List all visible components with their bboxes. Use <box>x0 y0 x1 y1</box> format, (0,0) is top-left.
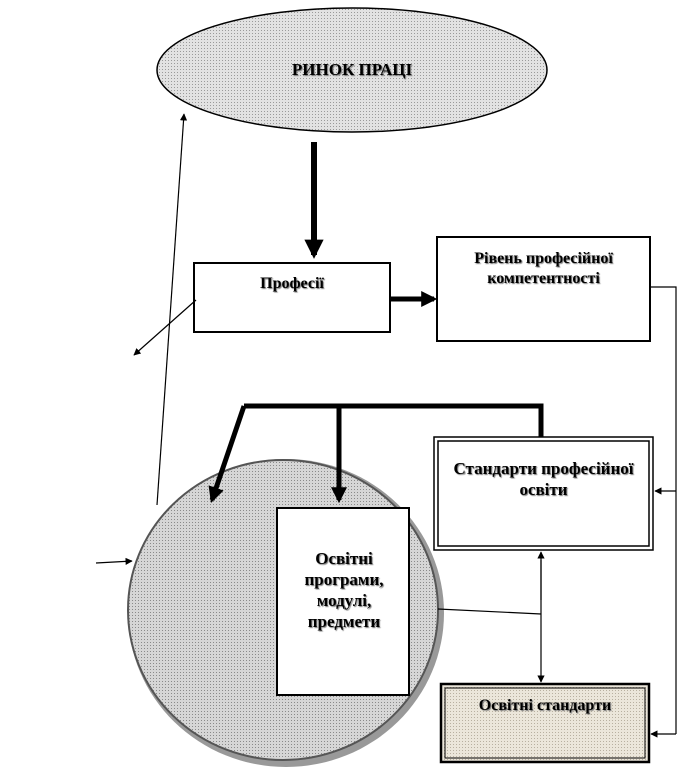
circle-to-standards-line <box>437 608 542 615</box>
thick-bracket <box>244 403 544 437</box>
edu-programs-label: Освітні програми, модулі, предмети <box>304 548 384 632</box>
edu-standards-box <box>439 682 651 764</box>
right-feedback-line <box>650 286 677 734</box>
edu-standards-label: Освітні стандарти <box>478 697 612 714</box>
arrow-input-circle <box>95 557 133 565</box>
labour-market-label: РИНОК ПРАЦІ <box>291 60 413 80</box>
prof-edu-standards-box <box>433 436 654 551</box>
arrow-bracket-to-circle <box>208 405 247 504</box>
edu-standards-box-inner <box>444 687 646 759</box>
prof-edu-standards-box-inner <box>437 440 650 547</box>
prof-edu-standards-label: Стандарти професійної освіти <box>453 458 634 499</box>
professions-label: Професії <box>260 275 324 292</box>
competence-box <box>436 236 651 342</box>
arrow-circle-to-market <box>156 113 188 506</box>
edu-programs-box <box>276 507 410 696</box>
labour-market-ellipse <box>156 7 548 133</box>
arrow-professions-out <box>133 299 197 356</box>
competence-label: Рівень професійної компетентності <box>474 250 613 287</box>
